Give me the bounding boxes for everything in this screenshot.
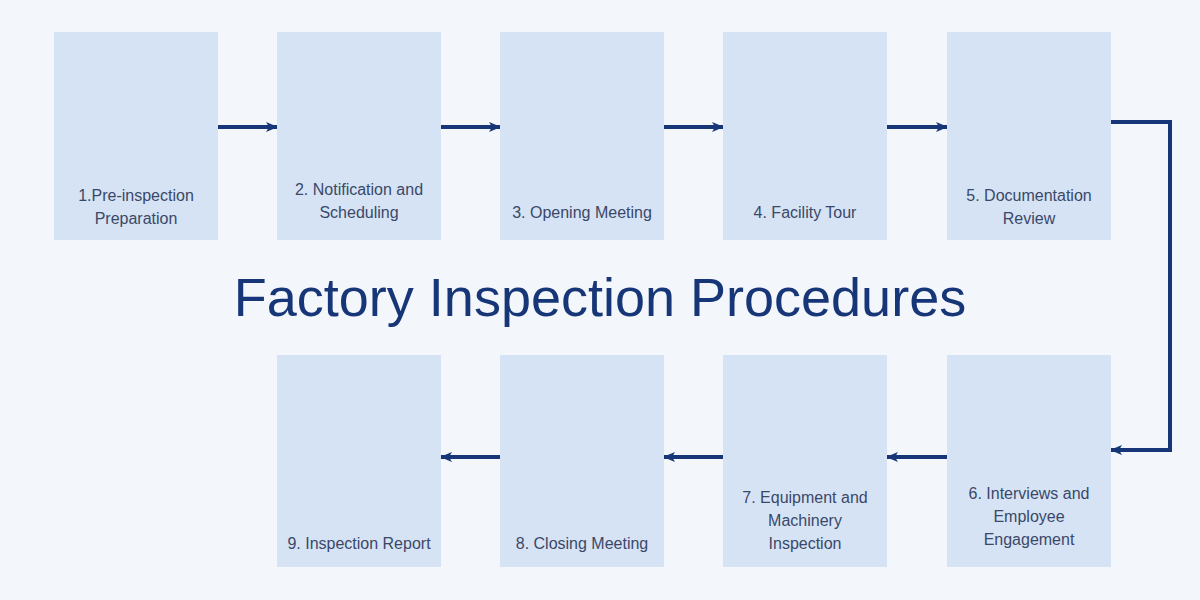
step-label: 9. Inspection Report	[287, 532, 430, 555]
process-box: 2. Notification and Scheduling	[277, 32, 441, 240]
flow-arrow	[441, 125, 500, 129]
flow-arrow	[664, 125, 723, 129]
diagram-title: Factory Inspection Procedures	[0, 262, 1200, 332]
step-label: 6. Interviews and Employee Engagement	[959, 482, 1099, 551]
process-box: 9. Inspection Report	[277, 355, 441, 567]
flow-arrow	[441, 455, 500, 459]
step-label: 2. Notification and Scheduling	[281, 178, 437, 224]
process-box: 8. Closing Meeting	[500, 355, 664, 567]
step-label: 1.Pre-inspection Preparation	[58, 184, 214, 230]
process-box: 7. Equipment and Machinery Inspection	[723, 355, 887, 567]
process-box: 3. Opening Meeting	[500, 32, 664, 240]
process-box: 5. Documentation Review	[947, 32, 1111, 240]
flow-arrow	[1111, 122, 1170, 450]
flow-arrow	[887, 455, 947, 459]
step-label: 5. Documentation Review	[951, 184, 1107, 230]
step-label: 3. Opening Meeting	[512, 201, 652, 224]
process-box: 1.Pre-inspection Preparation	[54, 32, 218, 240]
process-box: 4. Facility Tour	[723, 32, 887, 240]
step-label: 8. Closing Meeting	[516, 532, 649, 555]
flow-arrow	[218, 125, 277, 129]
flow-arrow	[887, 125, 947, 129]
flow-arrow	[664, 455, 723, 459]
process-box: 6. Interviews and Employee Engagement	[947, 355, 1111, 567]
step-label: 4. Facility Tour	[754, 201, 857, 224]
step-label: 7. Equipment and Machinery Inspection	[735, 486, 875, 555]
